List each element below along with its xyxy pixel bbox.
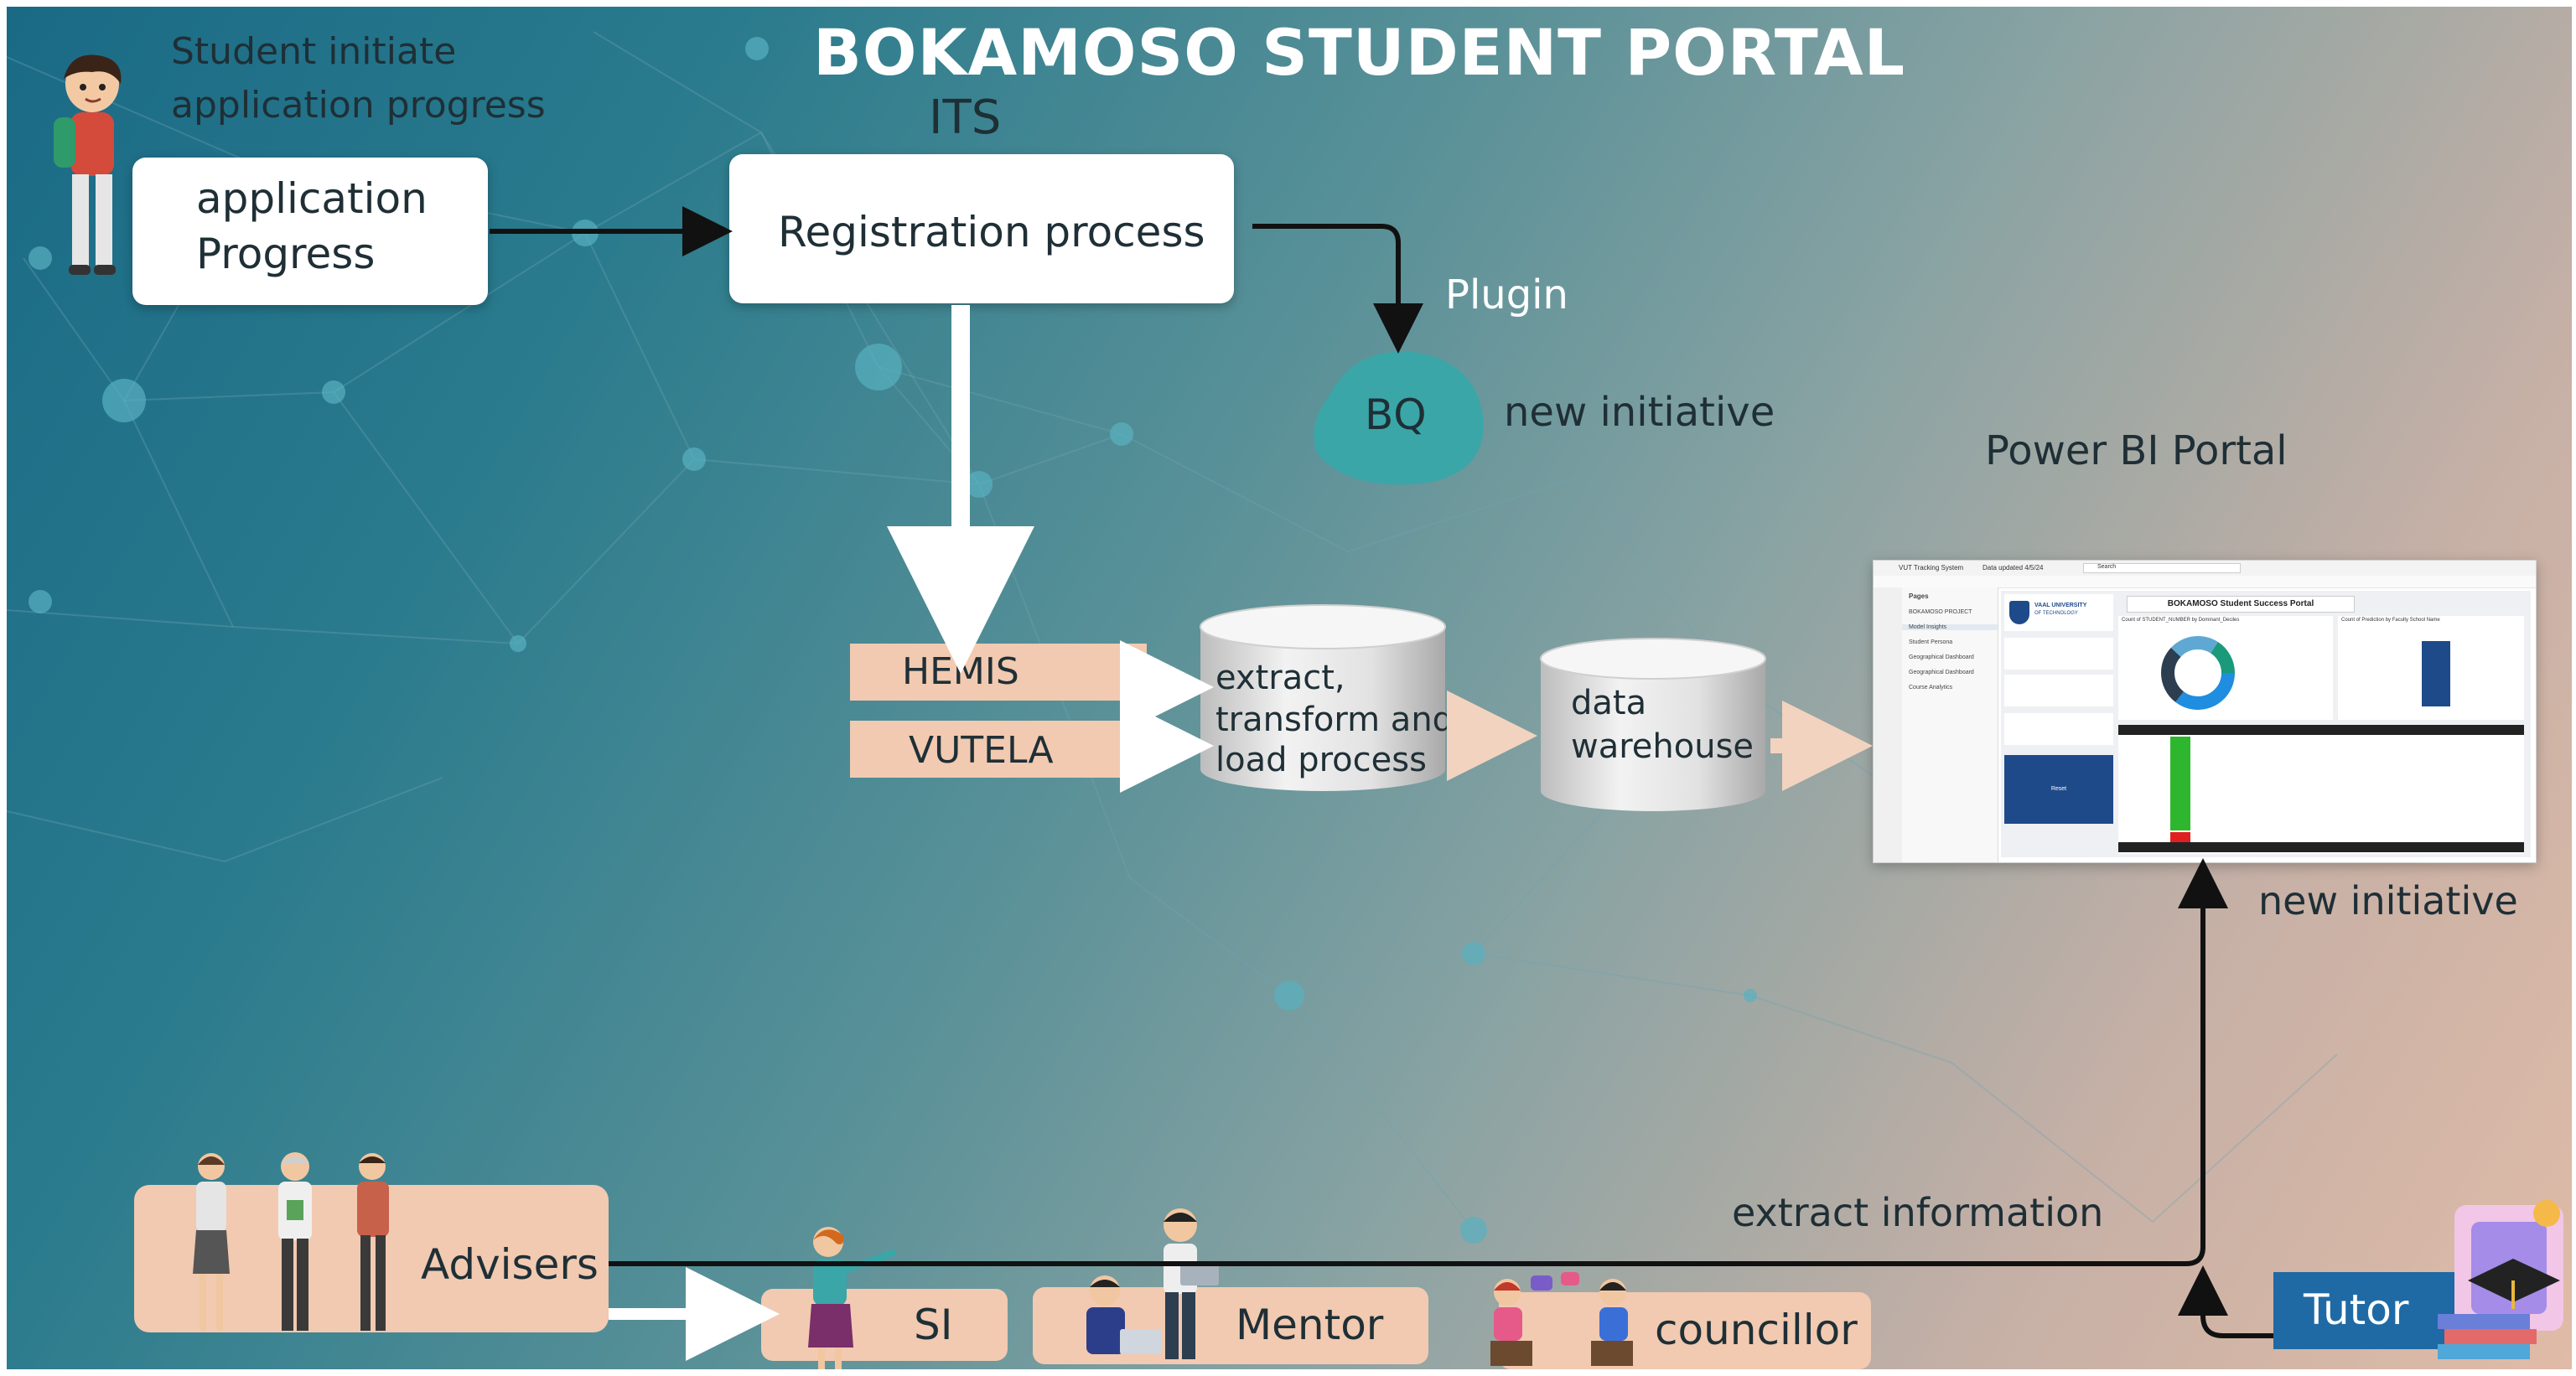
dashboard-nav-header: Pages <box>1909 592 1929 600</box>
table-total-row <box>2118 842 2524 852</box>
student-illustration <box>54 54 122 275</box>
dashboard-table <box>2118 725 2524 854</box>
extract-information-label: extract information <box>1732 1190 2104 1235</box>
bq-label: BQ <box>1365 391 1427 439</box>
application-progress-box: application Progress <box>132 158 488 305</box>
mentor-illustration <box>1086 1208 1219 1359</box>
councillor-box: councillor <box>1499 1292 1871 1369</box>
vutela-label: VUTELA <box>909 729 1054 772</box>
registration-process-box: Registration process <box>729 154 1234 303</box>
plugin-label: Plugin <box>1445 272 1568 318</box>
its-label: ITS <box>929 91 1002 145</box>
university-crest-icon <box>2009 601 2029 624</box>
etl-line-2: transform and <box>1215 701 1454 739</box>
donut-chart <box>2161 636 2235 710</box>
councillor-label: councillor <box>1655 1306 1858 1354</box>
application-box-line-1: application <box>196 174 428 223</box>
mentor-label: Mentor <box>1236 1301 1384 1349</box>
bar-title: Count of Prediction by Faculty School Na… <box>2341 618 2440 623</box>
filter-card-1[interactable] <box>2004 638 2113 670</box>
table-status-red <box>2170 832 2190 842</box>
university-logo-card: VAAL UNIVERSITY OF TECHNOLOGY <box>2004 594 2113 631</box>
advisers-label: Advisers <box>421 1240 599 1289</box>
filter-card-2[interactable] <box>2004 675 2113 706</box>
dashboard-app-name: VUT Tracking System <box>1899 564 1964 572</box>
university-name-1: VAAL UNIVERSITY <box>2034 603 2087 608</box>
tutor-label: Tutor <box>2304 1285 2409 1334</box>
etl-cylinder <box>1200 604 1446 791</box>
dashboard-nav-item[interactable]: Model Insights <box>1902 624 1998 630</box>
application-box-line-2: Progress <box>196 230 376 278</box>
warehouse-line-2: warehouse <box>1571 727 1754 766</box>
dashboard-nav-item[interactable]: Student Persona <box>1909 639 1953 645</box>
bar-mark <box>2422 641 2450 706</box>
dashboard-nav-item[interactable]: Course Analytics <box>1909 685 1953 691</box>
tutor-box: Tutor <box>2273 1272 2468 1349</box>
filter-card-3[interactable] <box>2004 713 2113 745</box>
dashboard-canvas: VAAL UNIVERSITY OF TECHNOLOGY BOKAMOSO S… <box>2001 591 2531 857</box>
dashboard-icon-rail <box>1874 587 1902 862</box>
si-box: SI <box>761 1289 1008 1361</box>
dashboard-toolbar <box>1874 576 2536 588</box>
dashboard-search[interactable]: Search <box>2083 563 2241 573</box>
diagram-canvas: BOKAMOSO STUDENT PORTAL ITS Student init… <box>7 7 2572 1369</box>
warehouse-cylinder <box>1540 638 1766 811</box>
councillor-illustration <box>1490 1272 1633 1366</box>
student-caption-line-1: Student initiate <box>171 30 457 73</box>
donut-card: Count of STUDENT_NUMBER by Dominant_Deci… <box>2118 616 2333 720</box>
dashboard-banner: BOKAMOSO Student Success Portal <box>2127 596 2355 613</box>
etl-line-1: extract, <box>1215 659 1345 697</box>
bq-new-initiative: new initiative <box>1504 389 1775 436</box>
reset-button[interactable]: Reset <box>2004 755 2113 824</box>
dashboard-nav-pane: Pages BOKAMOSO PROJECT Model Insights St… <box>1902 587 1998 862</box>
powerbi-new-initiative: new initiative <box>2258 878 2518 923</box>
dashboard-status: Data updated 4/5/24 <box>1983 564 2044 572</box>
hemis-box: HEMIS <box>850 644 1147 701</box>
table-header <box>2118 725 2524 735</box>
powerbi-title: Power BI Portal <box>1985 427 2288 474</box>
table-status-column <box>2170 737 2190 830</box>
graduation-illustration <box>2438 1200 2563 1359</box>
hemis-label: HEMIS <box>902 650 1019 693</box>
si-label: SI <box>914 1301 953 1349</box>
si-illustration <box>808 1227 897 1369</box>
dashboard-nav-item[interactable]: BOKAMOSO PROJECT <box>1909 609 1972 615</box>
dashboard-nav-item[interactable]: Geographical Dashboard <box>1909 670 1974 675</box>
student-caption-line-2: application progress <box>171 84 546 127</box>
donut-title: Count of STUDENT_NUMBER by Dominant_Deci… <box>2122 618 2240 623</box>
bar-card: Count of Prediction by Faculty School Na… <box>2338 616 2524 720</box>
powerbi-dashboard-screenshot: VUT Tracking System Data updated 4/5/24 … <box>1873 560 2537 863</box>
dashboard-topbar: VUT Tracking System Data updated 4/5/24 … <box>1874 561 2536 577</box>
registration-box-label: Registration process <box>778 208 1205 256</box>
advisers-illustration <box>193 1152 389 1331</box>
bq-blob <box>1314 351 1484 485</box>
vutela-box: VUTELA <box>850 721 1147 778</box>
etl-line-3: load process <box>1215 741 1427 779</box>
warehouse-line-1: data <box>1571 684 1647 722</box>
dashboard-nav-item[interactable]: Geographical Dashboard <box>1909 654 1974 660</box>
university-name-2: OF TECHNOLOGY <box>2034 611 2078 616</box>
page-title: BOKAMOSO STUDENT PORTAL <box>813 15 1906 90</box>
